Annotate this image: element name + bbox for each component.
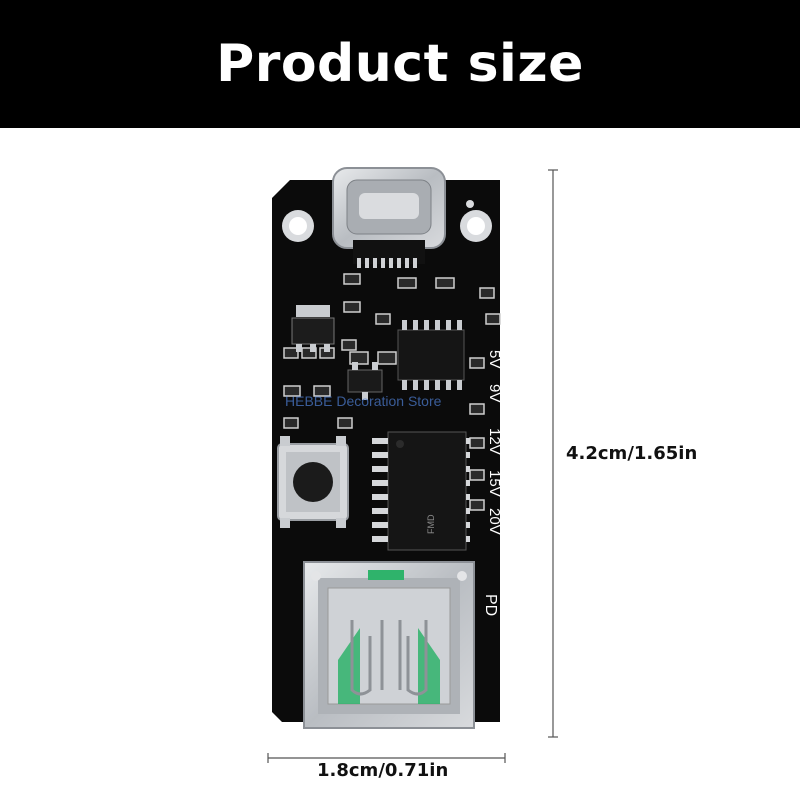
chip-marking: FMD <box>426 514 436 534</box>
height-dimension-line <box>548 169 558 738</box>
voltage-label-15v: 15V <box>486 470 503 497</box>
voltage-label-9v: 9V <box>486 384 503 402</box>
height-dimension-label: 4.2cm/1.65in <box>566 443 698 464</box>
title-banner: Product size <box>0 0 800 128</box>
main-controller-chip: FMD <box>372 431 470 551</box>
width-dimension-label: 1.8cm/0.71in <box>317 760 449 781</box>
voltage-label-5v: 5V <box>486 350 503 368</box>
voltage-label-12v: 12V <box>486 428 503 455</box>
voltage-labels: 5V 9V 12V 15V 20V PD <box>482 350 503 616</box>
page-title: Product size <box>216 34 584 94</box>
pd-mode-label: PD <box>482 594 499 616</box>
width-dimension-line <box>267 753 506 763</box>
usb-a-output-connector <box>303 561 475 729</box>
small-ic <box>397 320 465 390</box>
voltage-label-20v: 20V <box>486 508 503 535</box>
store-watermark: HEBBE Decoration Store <box>285 393 442 409</box>
voltage-regulator <box>291 305 335 352</box>
mounting-hole-left <box>282 210 314 242</box>
mounting-hole-right <box>460 210 492 242</box>
transistor <box>347 362 383 400</box>
push-button <box>277 436 349 528</box>
smd-components <box>283 273 501 511</box>
usb-c-input-connector <box>332 167 446 268</box>
